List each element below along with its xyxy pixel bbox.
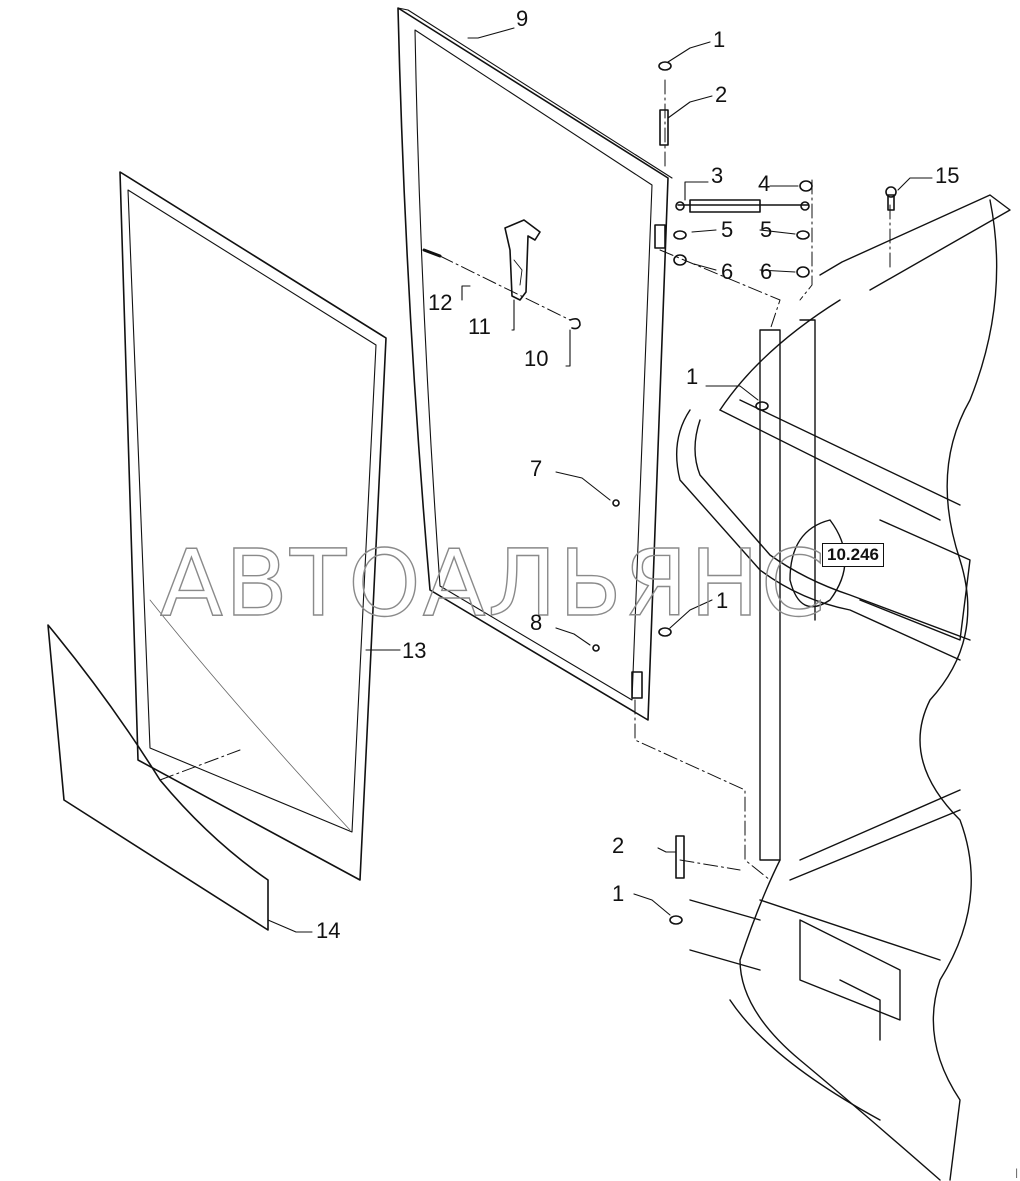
callout-7: 7 (530, 456, 543, 481)
callout-12: 12 (428, 290, 453, 315)
leader-lines (267, 27, 933, 933)
callout-5a: 5 (721, 217, 734, 242)
callout-8: 8 (530, 610, 543, 635)
callout-10: 10 (524, 346, 549, 371)
hinge-parts (592, 61, 897, 925)
watermark: АВТОАЛЬЯНС (160, 529, 827, 637)
cab-structure (675, 194, 1011, 1181)
callout-1d: 1 (612, 881, 625, 906)
clip-10 (569, 318, 581, 330)
callout-2: 2 (715, 82, 728, 107)
callout-5b: 5 (760, 217, 773, 242)
watermark-text: АВТОАЛЬЯНС (160, 530, 827, 637)
glass-panel-13 (119, 171, 387, 881)
corner-mark: | (1015, 1168, 1018, 1179)
callout-4: 4 (758, 171, 771, 196)
callout-2b: 2 (612, 833, 625, 858)
assembly-lines (159, 79, 891, 881)
callout-6b: 6 (760, 259, 773, 284)
door-handle-11 (504, 219, 541, 301)
callout-9: 9 (516, 6, 529, 31)
reference-box[interactable]: 10.246 (822, 543, 884, 567)
callout-1b: 1 (686, 364, 699, 389)
callout-3: 3 (711, 163, 724, 188)
callout-11: 11 (468, 314, 491, 339)
callout-6a: 6 (721, 259, 734, 284)
glass-panel-14 (47, 624, 269, 931)
door-frame-9 (397, 7, 673, 721)
callout-15: 15 (935, 163, 960, 188)
callout-13: 13 (402, 638, 427, 663)
pin-12 (422, 248, 442, 258)
callout-14: 14 (316, 918, 341, 943)
callout-1: 1 (713, 27, 726, 52)
callout-1c: 1 (716, 588, 729, 613)
